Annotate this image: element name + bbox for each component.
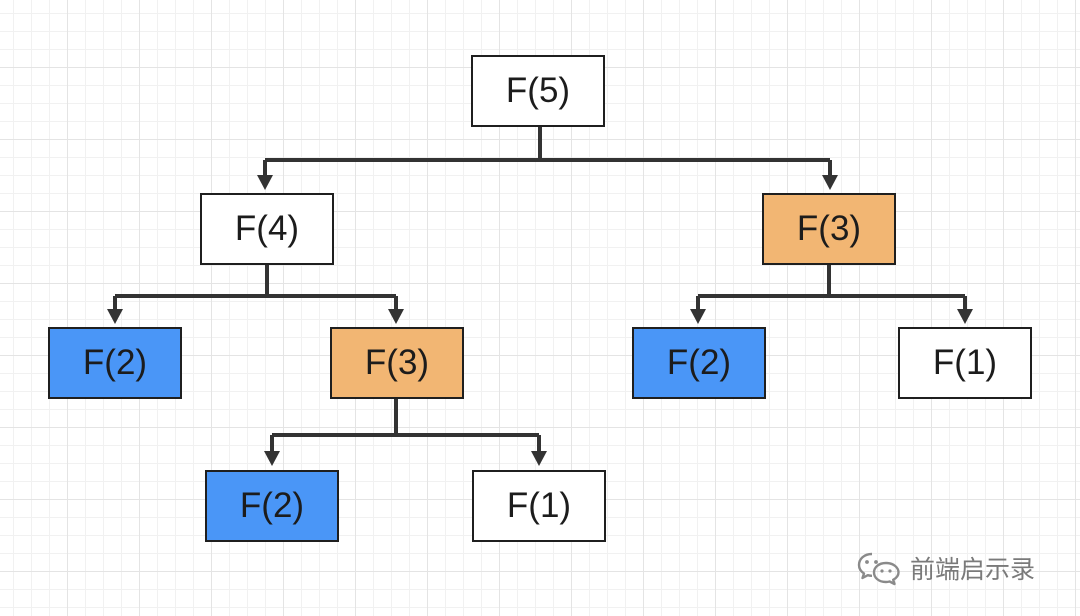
node-f4: F(4) [200,193,334,265]
node-label: F(5) [505,71,571,110]
connector-f3-mid-children [272,399,539,437]
arrowhead-f1-bottom [531,451,547,466]
node-f2-right: F(2) [632,327,766,399]
node-f2-bottom: F(2) [205,470,339,542]
arrowhead-f1-right [957,309,973,324]
arrowhead-f4 [257,175,273,190]
connector-f5-children [265,127,830,162]
node-label: F(2) [239,486,305,525]
arrowhead-f3-mid [388,309,404,324]
arrowhead-f2-bottom [264,451,280,466]
connector-f4-children [115,265,396,298]
arrowhead-f2-right [690,309,706,324]
node-label: F(2) [82,343,148,382]
wechat-icon [857,552,900,586]
watermark: 前端启示录 [856,546,1035,590]
watermark-text: 前端启示录 [910,556,1036,584]
node-f2-left: F(2) [48,327,182,399]
connector-f3-right-children [698,265,965,298]
node-label: F(4) [234,209,300,248]
node-f1-right: F(1) [898,327,1032,399]
node-f3-right: F(3) [762,193,896,265]
arrowhead-f3-right [822,175,838,190]
node-label: F(3) [796,209,862,248]
node-label: F(2) [666,343,732,382]
node-f3-mid: F(3) [330,327,464,399]
arrowhead-f2-left [107,309,123,324]
node-label: F(3) [364,343,430,382]
node-label: F(1) [932,343,998,382]
node-label: F(1) [506,486,572,525]
node-f1-bottom: F(1) [472,470,606,542]
node-f5: F(5) [471,55,605,127]
